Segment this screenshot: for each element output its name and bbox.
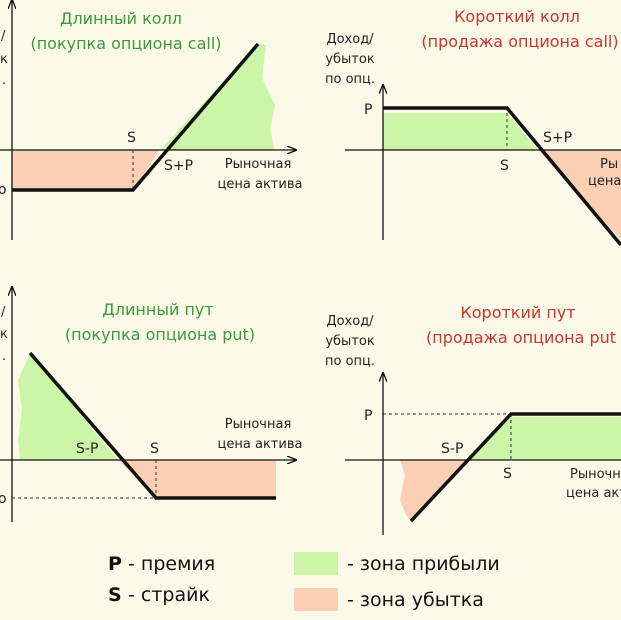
premium-label-fragment: о [0,182,7,198]
loss-zone [118,460,276,498]
panel-subtitle: (продажа опциона call) [421,32,618,51]
strike-label: S [500,158,509,174]
premium-label-fragment: о [0,491,7,507]
y-axis-label-3: по опц. [325,72,375,87]
x-axis-label-2: цена актива [218,177,303,192]
breakeven-label: S+P [164,158,193,174]
panel-subtitle: (покупка опциона call) [30,34,221,53]
payoff-line [409,412,621,523]
panel-title: Короткий пут [460,303,575,322]
legend: P - премия S - страйк - зона прибыли - з… [108,552,500,611]
x-axis-label-fragment-2: цена [588,174,621,189]
panel-title: Длинный пут [102,300,213,319]
legend-premium-text: - премия [128,553,215,575]
x-axis-label: Рыночная [225,157,292,172]
legend-premium-key: P [108,553,122,575]
payoff-line [28,351,276,500]
breakeven-label: S-P [441,441,463,457]
y-label-fragment-3: . [2,349,6,364]
panel-long-call: Длинный колл (покупка опциона call) S S+… [0,0,302,240]
x-axis-label-fragment: Рыночн [570,467,621,482]
panel-subtitle: (продажа опциона put [426,328,616,347]
legend-strike-key: S [108,584,122,606]
breakeven-label: S-P [76,441,98,457]
payoff-line [12,42,260,192]
strike-label: S [503,466,512,482]
y-axis-label-2: убыток [325,334,375,349]
legend-strike-text: - страйк [128,584,210,606]
x-axis-label-fragment-2: цена акти [566,486,621,501]
profit-zone [470,417,621,460]
panel-short-put: Короткий пут (продажа опциона put Доход/… [325,303,621,535]
profit-zone [18,353,118,460]
legend-profit-text: - зона прибыли [347,553,500,575]
premium-label: P [364,102,372,118]
strike-label: S [127,130,136,146]
y-label-fragment-2: к [0,327,8,342]
x-axis-label: Рыночная [225,417,292,432]
panel-subtitle: (покупка опциона put) [65,325,255,344]
y-axis-label: Доход/ [326,32,374,47]
panel-long-put: Длинный пут (покупка опциона put) S-P S … [0,287,302,522]
legend-loss-swatch [294,588,338,611]
x-axis-label-fragment: Ры [600,157,618,172]
legend-profit-swatch [294,552,338,575]
y-label-fragment-2: к [0,52,8,67]
x-axis-label-2: цена актива [218,437,303,452]
panel-short-call: Короткий колл (продажа опциона call) Дох… [325,7,621,247]
profit-zone [383,113,538,150]
y-label-fragment: / [1,29,6,44]
payoff-line [383,106,621,247]
y-axis-label-2: убыток [325,52,375,67]
profit-zone [160,44,275,150]
strike-label: S [150,441,159,457]
y-axis-label: Доход/ [326,314,374,329]
loss-zone [12,150,160,190]
panel-title: Короткий колл [454,7,580,26]
y-axis-label-3: по опц. [325,354,375,369]
premium-label: P [364,408,372,424]
y-label-fragment-3: . [2,73,6,88]
breakeven-label: S+P [543,130,572,146]
legend-loss-text: - зона убытка [347,589,484,611]
y-label-fragment: / [1,305,6,320]
panel-title: Длинный колл [60,9,182,28]
